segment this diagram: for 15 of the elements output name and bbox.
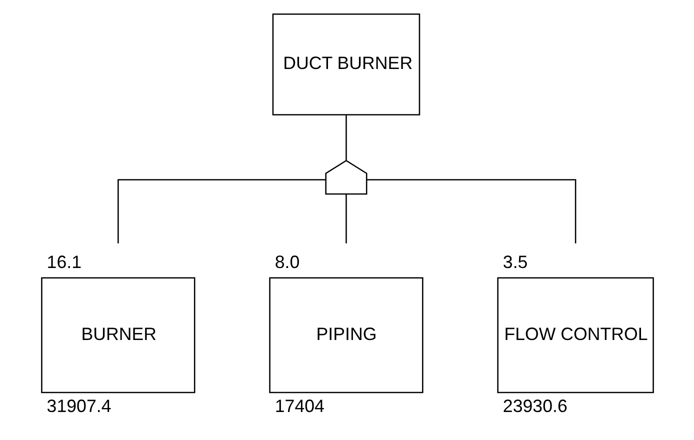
- node-label: 8.0: [274, 251, 300, 272]
- connector: [366, 178, 576, 243]
- connector: [345, 194, 346, 243]
- node-gate: [324, 159, 367, 194]
- node-label: 23930.6: [502, 395, 567, 416]
- node-label: 17404: [274, 395, 324, 416]
- node-box: BURNER: [40, 276, 195, 393]
- node-box: DUCT BURNER: [272, 12, 420, 115]
- node-box: FLOW CONTROL: [496, 276, 654, 393]
- node-box: PIPING: [268, 276, 423, 393]
- node-label: 31907.4: [46, 395, 111, 416]
- connector: [345, 114, 346, 160]
- node-label: 16.1: [46, 251, 82, 272]
- node-label: 3.5: [502, 251, 528, 272]
- connector: [117, 178, 326, 243]
